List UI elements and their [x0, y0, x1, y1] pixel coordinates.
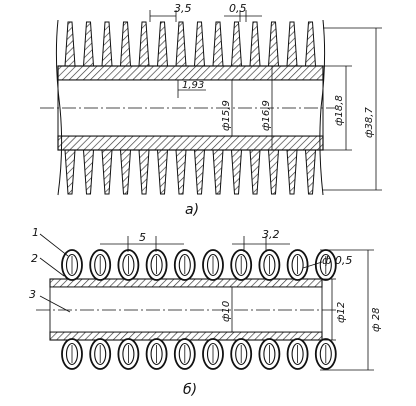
fin-bottom: [193, 149, 206, 195]
tube-outer-label: ф18,8: [334, 95, 345, 126]
fin-top: [101, 21, 113, 67]
fin-bottom: [267, 149, 280, 195]
coil-pitch-label: 5: [139, 231, 146, 244]
right-break-line: [319, 19, 326, 196]
fin-bottom: [212, 149, 224, 195]
fin-bottom: [286, 149, 298, 195]
figure-a-finned-tube: 3,5 0,5 1,93 ф15,9 ф16,9 ф18,8 ф38,7: [40, 2, 382, 218]
dimension-outer-diameter-b: [322, 278, 336, 341]
dimension-fin-pitch: [149, 10, 177, 22]
fin-bottom: [101, 149, 113, 195]
fin-top: [64, 21, 76, 67]
caption-a: а): [185, 202, 199, 218]
coil-height-label: 3,2: [262, 228, 280, 241]
fin-top: [267, 21, 280, 67]
fin-top: [156, 21, 169, 67]
inner-diameter-label: ф15,9: [221, 100, 232, 131]
dimension-wall: [177, 80, 206, 98]
fin-bottom: [304, 149, 317, 195]
fin-top: [138, 21, 150, 67]
left-break-line: [55, 19, 63, 196]
fin-bottom: [249, 149, 261, 195]
fin-top: [119, 21, 132, 67]
callout-3: 3: [29, 288, 36, 301]
fin-bottom: [64, 149, 76, 195]
tube-bore-b: [49, 286, 323, 333]
dimension-coil-height: [232, 236, 290, 252]
fin-bottom: [230, 149, 243, 195]
caption-b: б): [183, 382, 197, 398]
top-coil-row: [61, 249, 337, 281]
fin-outer-label: ф38,7: [364, 107, 375, 138]
fin-bottom: [82, 149, 95, 195]
fin-bottom: [138, 149, 150, 195]
tube-wall-bottom: [57, 135, 324, 151]
fin-top: [193, 21, 206, 67]
fin-top: [304, 21, 317, 67]
fin-top: [249, 21, 261, 67]
wire-diameter-leader: [302, 261, 323, 269]
figure-b-wire-wound-tube: 1 2 3 5 3,2 ф 0,5 ф10 ф12: [29, 226, 382, 398]
callout-1: 1: [32, 226, 39, 239]
fin-pitch-label: 3,5: [174, 2, 192, 15]
fin-bottom: [119, 149, 132, 195]
fin-top: [82, 21, 95, 67]
fin-top: [286, 21, 298, 67]
root-diameter-label: ф16,9: [261, 100, 272, 131]
callout-2-leader: [39, 257, 65, 277]
fin-top: [175, 21, 187, 67]
wall-label: 1,93: [182, 80, 204, 91]
wire-diameter-label: ф 0,5: [322, 254, 352, 267]
top-fin-row: [64, 21, 317, 67]
dimension-overall-diameter-b: [320, 249, 374, 371]
callout-1-leader: [39, 233, 69, 257]
fin-bottom: [156, 149, 169, 195]
dimension-coil-pitch: [100, 236, 184, 252]
dimension-fin-thickness: [224, 10, 262, 22]
callout-3-leader: [39, 295, 71, 313]
outer-diameter-b-label: ф12: [336, 302, 347, 323]
fin-thickness-label: 0,5: [229, 2, 247, 15]
dimension-fin-outer: [323, 27, 382, 191]
dimension-tube-outer: [323, 65, 352, 151]
fin-bottom: [175, 149, 187, 195]
bottom-coil-row: [61, 338, 337, 370]
fin-top: [230, 21, 243, 67]
bottom-fin-row: [64, 149, 317, 195]
fin-top: [212, 21, 224, 67]
tube-wall-top: [57, 65, 324, 81]
inner-diameter-b-label: ф10: [221, 301, 232, 322]
overall-diameter-b-label: ф 28: [371, 308, 382, 332]
callout-2: 2: [31, 252, 38, 265]
